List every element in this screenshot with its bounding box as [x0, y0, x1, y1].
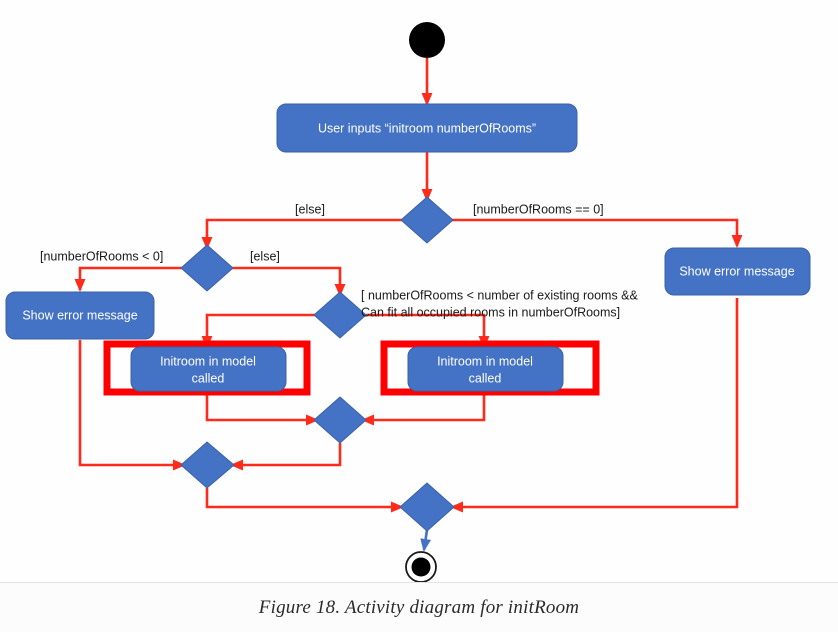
- edge-initroom-b-to-merge-mid: [361, 392, 486, 426]
- highlight-box-initroom-b: [380, 340, 600, 396]
- edge-merge-left-to-final-merge: [205, 488, 404, 513]
- action-show-error-right[interactable]: Show error message: [664, 247, 811, 296]
- edge-decision2-right-to-decision3: [230, 266, 346, 297]
- edge-decision2-left-to-error: [74, 266, 184, 292]
- guard-label-else-2: [else]: [250, 249, 280, 263]
- merge-node-left[interactable]: [180, 441, 235, 489]
- initial-node: [409, 22, 445, 58]
- action-initroom-b-label-line1: Initroom in model: [437, 354, 533, 368]
- action-initroom-a[interactable]: Initroom in model called: [130, 346, 287, 392]
- edge-decision1-left-to-decision2: [201, 218, 404, 250]
- action-show-error-right-label: Show error message: [679, 264, 794, 278]
- edge-final-merge-to-end: [420, 529, 432, 552]
- figure-caption: Figure 18. Activity diagram for initRoom: [258, 596, 580, 618]
- edge-initroom-a-to-merge-mid: [205, 392, 319, 426]
- activity-diagram-canvas: User inputs “initroom numberOfRooms” Sho…: [5, 22, 811, 582]
- edge-decision3-left-to-initroom-a: [201, 313, 317, 349]
- guard-label-fit-rooms-line1: [ numberOfRooms < number of existing roo…: [361, 288, 639, 302]
- guard-label-fit-rooms-line2: Can fit all occupied rooms in numberOfRo…: [361, 305, 620, 319]
- edge-merge-mid-to-merge-left: [230, 443, 342, 471]
- caption-bar: Figure 18. Activity diagram for initRoom: [0, 583, 838, 632]
- guard-label-rooms-equals-zero: [numberOfRooms == 0]: [473, 202, 604, 216]
- decision-node-1[interactable]: [400, 196, 454, 244]
- action-user-input[interactable]: User inputs “initroom numberOfRooms”: [276, 103, 578, 153]
- action-initroom-b-label-line2: called: [469, 371, 502, 385]
- edge-error-right-to-final-merge: [450, 298, 739, 513]
- action-initroom-b[interactable]: Initroom in model called: [407, 346, 564, 392]
- caption-divider: [0, 582, 838, 583]
- highlight-box-initroom-a: [103, 340, 311, 396]
- flow-edges: [74, 58, 743, 552]
- guard-label-rooms-less-than-zero: [numberOfRooms < 0]: [40, 249, 163, 263]
- merge-node-mid[interactable]: [313, 396, 367, 444]
- action-initroom-a-label-line1: Initroom in model: [160, 354, 256, 368]
- action-initroom-a-label-line2: called: [192, 371, 225, 385]
- decision-node-2[interactable]: [180, 244, 234, 292]
- final-node: [405, 551, 437, 582]
- edge-decision1-right-to-error: [450, 218, 743, 248]
- action-show-error-left[interactable]: Show error message: [5, 291, 155, 340]
- decision-node-3[interactable]: [313, 291, 367, 339]
- merge-node-final[interactable]: [399, 482, 455, 532]
- action-user-input-label: User inputs “initroom numberOfRooms”: [318, 121, 536, 135]
- guard-label-else-1: [else]: [295, 202, 325, 216]
- action-show-error-left-label: Show error message: [22, 308, 137, 322]
- edge-decision3-right-to-initroom-b: [363, 313, 490, 349]
- activity-diagram-svg: User inputs “initroom numberOfRooms” Sho…: [5, 22, 811, 582]
- edge-error-left-to-merge-left: [78, 340, 186, 471]
